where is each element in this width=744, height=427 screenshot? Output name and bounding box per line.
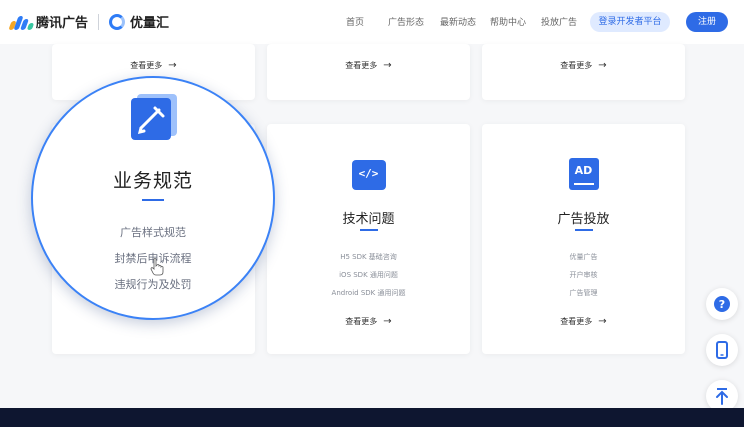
card-title: 业务规范 xyxy=(112,170,193,192)
back-to-top-button[interactable] xyxy=(706,380,738,412)
card-item[interactable]: 广告样式规范 xyxy=(120,226,186,239)
code-icon: </> xyxy=(351,160,386,190)
arrow-right-icon: → xyxy=(383,316,392,327)
card-top-2: 查看更多→ xyxy=(267,44,470,100)
developer-login-button[interactable]: 登录开发者平台 xyxy=(590,12,670,32)
card-ad-placement[interactable]: AD 广告投放 优量广告 开户审核 广告管理 查看更多→ xyxy=(482,124,685,354)
arrow-up-icon xyxy=(716,388,728,405)
nav-help-center[interactable]: 帮助中心 xyxy=(490,18,527,28)
main-nav: 首页 广告形态 最新动态 帮助中心 投放广告 xyxy=(0,15,744,29)
arrow-right-icon: → xyxy=(383,60,392,71)
view-more-link[interactable]: 查看更多→ xyxy=(130,60,177,71)
youlianghui-logo-icon xyxy=(109,13,126,30)
pencil-doc-icon xyxy=(131,94,177,140)
svg-text:?: ? xyxy=(719,298,725,311)
register-button[interactable]: 注册 xyxy=(686,12,728,32)
view-more-link[interactable]: 查看更多→ xyxy=(560,316,607,327)
mobile-float-button[interactable] xyxy=(706,334,738,366)
magnifier-zoom-overlay: 业务规范 广告样式规范 封禁后申诉流程 违规行为及处罚 xyxy=(31,76,275,320)
top-header: 腾讯广告 优量汇 首页 广告形态 最新动态 帮助中心 投放广告 登录开发者平台 … xyxy=(0,0,744,44)
view-more-link[interactable]: 查看更多→ xyxy=(345,316,392,327)
arrow-right-icon: → xyxy=(598,60,607,71)
card-title: 技术问题 xyxy=(342,212,395,227)
card-item[interactable]: iOS SDK 通用问题 xyxy=(339,271,398,279)
card-tech-issues[interactable]: </> 技术问题 H5 SDK 基础咨询 iOS SDK 通用问题 Androi… xyxy=(267,124,470,354)
nav-home[interactable]: 首页 xyxy=(346,18,365,28)
card-top-3: 查看更多→ xyxy=(482,44,685,100)
nav-ad-formats[interactable]: 广告形态 xyxy=(388,18,425,28)
title-underline xyxy=(574,229,593,231)
ad-icon: AD xyxy=(568,158,599,190)
arrow-right-icon: → xyxy=(598,316,607,327)
brand2-name: 优量汇 xyxy=(130,16,170,31)
card-item[interactable]: 广告管理 xyxy=(569,289,598,297)
brand-logo[interactable]: 腾讯广告 优量汇 xyxy=(8,12,169,31)
title-underline xyxy=(142,199,164,201)
question-icon: ? xyxy=(714,296,730,312)
view-more-link[interactable]: 查看更多→ xyxy=(560,60,607,71)
brand-divider xyxy=(98,13,100,30)
hand-pointer-icon xyxy=(150,258,164,276)
nav-place-ads[interactable]: 投放广告 xyxy=(541,18,578,28)
card-title: 广告投放 xyxy=(557,212,610,227)
card-item[interactable]: H5 SDK 基础咨询 xyxy=(340,253,397,261)
title-underline xyxy=(359,229,378,231)
card-item[interactable]: Android SDK 通用问题 xyxy=(331,289,406,297)
brand-name: 腾讯广告 xyxy=(36,16,89,31)
card-item[interactable]: 违规行为及处罚 xyxy=(114,278,192,291)
nav-latest-news[interactable]: 最新动态 xyxy=(440,18,477,28)
view-more-link[interactable]: 查看更多→ xyxy=(345,60,392,71)
mobile-phone-icon xyxy=(716,341,728,359)
card-item[interactable]: 优量广告 xyxy=(569,253,598,261)
arrow-right-icon: → xyxy=(168,60,177,71)
card-item[interactable]: 开户审核 xyxy=(569,271,598,279)
card-item[interactable]: 封禁后申诉流程 xyxy=(114,252,192,265)
footer-bar xyxy=(0,408,744,427)
help-float-button[interactable]: ? xyxy=(706,288,738,320)
